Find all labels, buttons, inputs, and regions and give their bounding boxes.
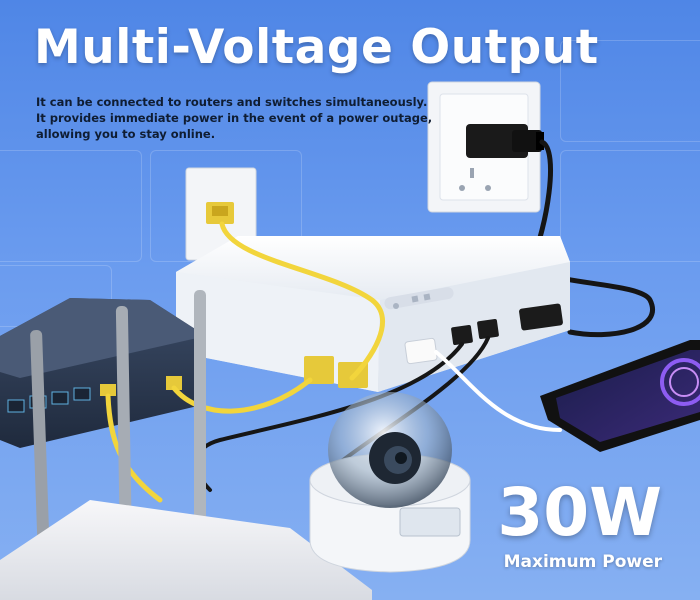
usb-cable: [434, 350, 562, 432]
dome-security-camera: [309, 392, 471, 573]
power-cable: [528, 139, 655, 338]
network-switch: [0, 298, 206, 448]
headline: Multi-Voltage Output: [34, 20, 599, 75]
description-line: It can be connected to routers and switc…: [36, 95, 428, 109]
wall-power-socket: [427, 81, 544, 213]
router-antennas: [30, 290, 206, 560]
ethernet-cable: [219, 221, 386, 381]
wall-tile: [560, 40, 700, 142]
wall-tile: [0, 150, 142, 262]
smartphone: [540, 340, 700, 452]
mini-ups-device: [176, 236, 570, 392]
description: It can be connected to routers and switc…: [36, 94, 436, 142]
power-label: Maximum Power: [503, 552, 662, 572]
description-line: allowing you to stay online.: [36, 127, 216, 141]
wifi-router: [0, 500, 372, 600]
description-line: It provides immediate power in the event…: [36, 111, 433, 125]
ethernet-cable: [171, 377, 313, 414]
wall-tile: [560, 150, 700, 262]
power-value: 30W: [497, 474, 662, 551]
